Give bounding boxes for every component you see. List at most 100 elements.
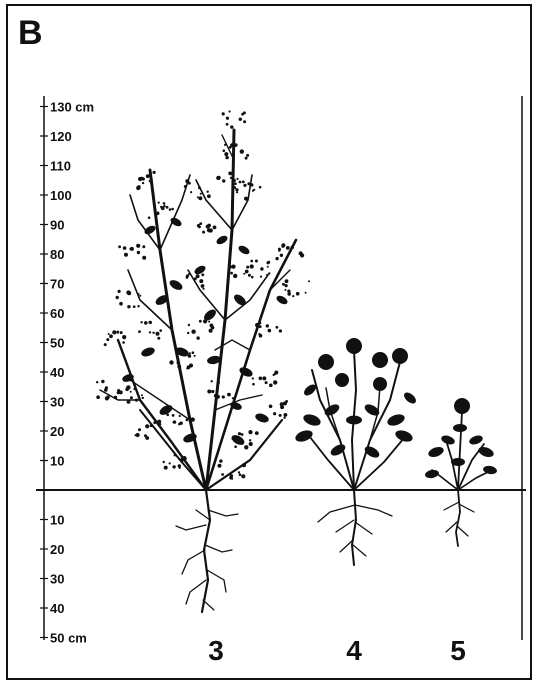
flower-dot	[198, 196, 202, 200]
flower-dot	[242, 181, 245, 184]
flower-dot	[285, 284, 288, 287]
flower-dot	[228, 172, 232, 176]
flower-dot	[130, 396, 133, 399]
flower-dot	[217, 381, 220, 384]
flower-dot	[224, 144, 226, 146]
flower-dot	[279, 329, 282, 332]
small-clover-plant-icon	[424, 398, 497, 546]
flower-dot	[108, 333, 110, 335]
flower-dot	[221, 473, 224, 476]
flower-dot	[291, 245, 295, 249]
flower-dot	[226, 117, 228, 119]
flower-dot	[280, 254, 283, 257]
flower-dot	[305, 292, 307, 294]
flower-dot	[230, 125, 233, 128]
flower-dot	[178, 423, 181, 426]
flower-dot	[279, 414, 282, 417]
flower-dot	[211, 380, 213, 382]
scale-tick-label: 60	[50, 306, 64, 321]
flower-dot	[251, 276, 254, 279]
flower-dot	[232, 397, 234, 399]
flower-dot	[202, 288, 204, 290]
flower-dot	[292, 295, 294, 297]
flower-dot	[248, 430, 252, 434]
flower-dot	[117, 391, 120, 394]
flower-dot	[250, 264, 254, 268]
flower-dot	[137, 251, 140, 254]
flower-dot	[197, 196, 199, 198]
scale-tick-label: 10	[50, 513, 64, 528]
tall-branching-plant-icon	[96, 110, 310, 612]
flower-dot	[233, 274, 237, 278]
flower-dot	[142, 256, 146, 260]
flower-dot	[158, 202, 160, 204]
flower-dot	[199, 226, 201, 228]
flower-dot	[119, 302, 123, 306]
flower-dot	[284, 413, 288, 417]
flower-dot	[229, 110, 231, 112]
flower-dot	[296, 292, 300, 296]
flower-dot	[245, 270, 249, 274]
flower-dot	[156, 332, 160, 336]
flower-dot	[219, 459, 222, 462]
flower-dot	[250, 183, 253, 186]
flower-dot	[153, 171, 156, 174]
flower-dot	[166, 206, 169, 209]
flower-dot	[241, 433, 244, 436]
flower-dot	[118, 245, 121, 248]
flower-dot	[127, 400, 131, 404]
flower-dot	[122, 341, 125, 344]
flower-dot	[200, 281, 202, 283]
flower-dot	[308, 280, 310, 282]
flower-dot	[282, 283, 285, 286]
flower-dot	[269, 384, 273, 388]
scale-tick-label: 100	[50, 188, 72, 203]
flower-dot	[267, 266, 269, 268]
scale-ticks-below: 1020304050 cm	[40, 513, 87, 646]
flower-dot	[214, 394, 218, 398]
flower-dot	[138, 330, 141, 333]
flower-dot	[116, 296, 119, 299]
flower-dot	[123, 246, 127, 250]
flower-dot	[164, 466, 168, 470]
flower-dot	[194, 355, 196, 357]
flower-dot	[148, 216, 151, 219]
flower-dot	[225, 156, 228, 159]
flower-dot	[104, 388, 108, 392]
flower-dot	[169, 360, 173, 364]
flower-dot	[188, 354, 192, 358]
plant-label-3: 3	[208, 635, 224, 666]
flower-dot	[278, 249, 281, 252]
flower-dot	[259, 322, 261, 324]
flower-dot	[284, 289, 286, 291]
flower-dot	[169, 208, 172, 211]
flower-dot	[96, 395, 100, 399]
flower-dot	[266, 274, 268, 276]
flower-dot	[234, 182, 237, 185]
flower-dot	[262, 376, 266, 380]
scale-tick-label: 30	[50, 395, 64, 410]
flower-dot	[163, 461, 165, 463]
flower-dot	[124, 253, 128, 257]
flower-dot	[199, 320, 202, 323]
flower-dot	[203, 319, 207, 323]
flower-dot	[273, 412, 276, 415]
flower-dot	[142, 245, 145, 248]
flower-dot	[144, 321, 148, 325]
flower-dot	[273, 380, 277, 384]
flower-dot	[134, 434, 136, 436]
flower-dot	[233, 186, 236, 189]
flower-dot	[253, 189, 255, 191]
flower-dot	[139, 295, 141, 297]
flower-dot	[245, 157, 248, 160]
flower-dot	[276, 326, 279, 329]
flower-dot	[145, 436, 149, 440]
flower-dot	[243, 184, 246, 187]
flower-dot	[280, 402, 284, 406]
flower-dot	[226, 123, 229, 126]
flower-dot	[239, 181, 242, 184]
flower-dot	[125, 388, 129, 392]
flower-dot	[299, 251, 303, 255]
flower-dot	[184, 185, 187, 188]
